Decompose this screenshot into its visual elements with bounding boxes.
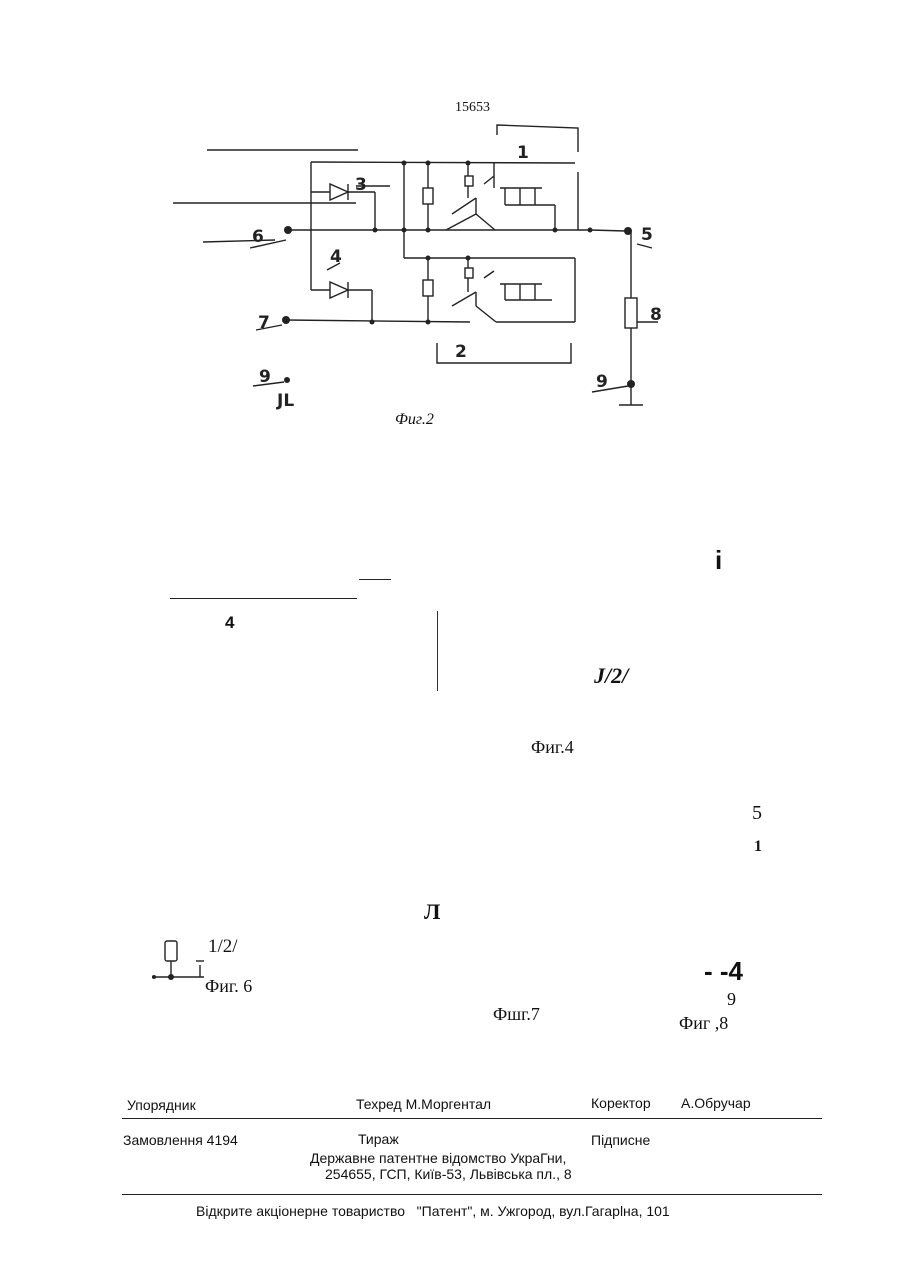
fig2-label-jl: JL bbox=[276, 391, 294, 411]
fig8-label-9: 9 bbox=[727, 989, 736, 1010]
fig4-label-i: i bbox=[715, 545, 722, 576]
footer-corrector-name: А.Обручар bbox=[681, 1095, 751, 1111]
fig4-caption: Фиг.4 bbox=[531, 737, 574, 758]
footer-rule-bottom bbox=[122, 1194, 822, 1195]
fig2-label-8: 8 bbox=[650, 305, 662, 325]
fig5-label-5: 5 bbox=[752, 802, 762, 825]
fig2-circuit-diagram: 1 2 3 4 5 6 7 8 9 9 JL bbox=[0, 0, 901, 460]
footer-rule-top bbox=[122, 1118, 822, 1119]
fig7-caption: Фшг.7 bbox=[493, 1004, 540, 1025]
footer-office-line2: 254655, ГСП, Київ-53, Львівська пл., 8 bbox=[325, 1166, 572, 1182]
footer-corrector-label: Коректор bbox=[591, 1095, 651, 1111]
footer-circulation: Тираж bbox=[358, 1131, 399, 1147]
fig2-label-5: 5 bbox=[641, 225, 653, 245]
fig2-label-6: 6 bbox=[252, 227, 264, 247]
fig4-vertical-rule bbox=[437, 611, 438, 691]
fig4-rule-short bbox=[359, 579, 391, 580]
fig4-label-4: 4 bbox=[225, 613, 234, 633]
fig4-label-j: J/2/ bbox=[594, 663, 628, 689]
fig6-label-l: Л bbox=[424, 899, 440, 925]
fig6-caption: Фиг. 6 bbox=[205, 976, 252, 997]
footer-publisher: Відкрите акціонерне товариство "Патент",… bbox=[196, 1203, 670, 1219]
fig2-label-1: 1 bbox=[517, 143, 529, 163]
fig2-label-4: 4 bbox=[330, 247, 342, 267]
fig2-label-3: 3 bbox=[355, 175, 367, 195]
fig8-caption: Фиг ,8 bbox=[679, 1013, 728, 1034]
fig8-label-dash4: - -4 bbox=[704, 956, 743, 987]
footer-techred: Техред М.Моргентал bbox=[356, 1096, 491, 1112]
fig2-caption: Фиг.2 bbox=[395, 411, 434, 429]
fig2-label-2: 2 bbox=[455, 342, 467, 362]
fig6-circuit-fragment bbox=[148, 935, 208, 985]
fig2-label-9-left: 9 bbox=[259, 367, 271, 387]
footer-order: Замовлення 4194 bbox=[123, 1132, 238, 1148]
fig5-label-1: 1 bbox=[754, 838, 762, 856]
fig2-label-9-right: 9 bbox=[596, 372, 608, 392]
footer-subscription: Підписне bbox=[591, 1132, 650, 1148]
footer-office-line1: Державне патентне відомство УкраГни, bbox=[310, 1150, 566, 1166]
footer-compiler-label: Упорядник bbox=[127, 1097, 196, 1113]
fig6-label-half: 1/2/ bbox=[208, 936, 238, 958]
fig4-rule-long bbox=[170, 598, 357, 599]
fig2-label-7: 7 bbox=[258, 313, 270, 333]
